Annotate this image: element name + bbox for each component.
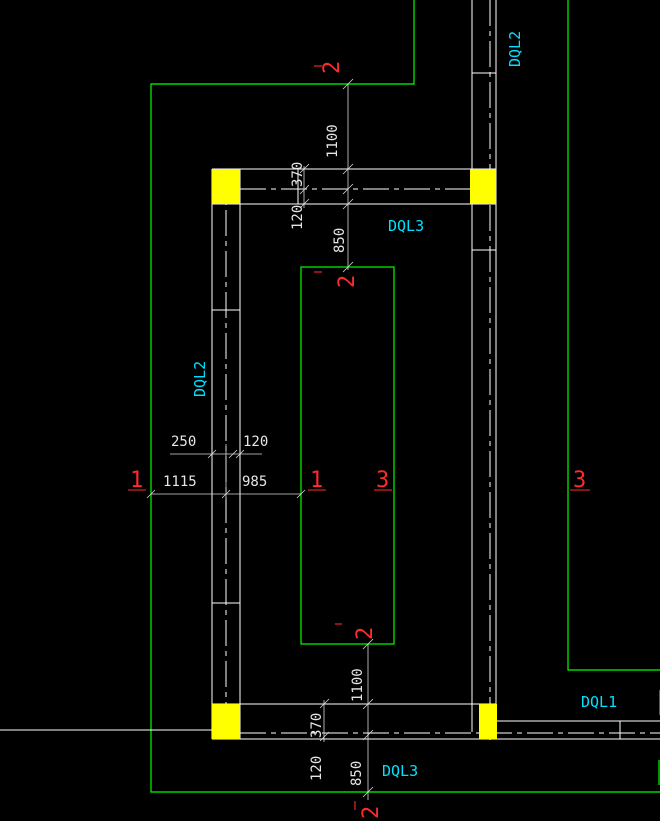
column-top-left[interactable]	[212, 169, 240, 204]
dim-bot-1100: 1100	[350, 668, 366, 702]
dim-bot-370: 370	[309, 713, 325, 738]
section-mark-2-top[interactable]: 2	[320, 61, 345, 74]
beam-label-dql1[interactable]: DQL1	[581, 693, 617, 711]
dim-top-1100: 1100	[325, 124, 341, 158]
dim-bot-850: 850	[349, 761, 365, 786]
section-mark-2-lower[interactable]: 2	[353, 627, 378, 640]
dim-top-850: 850	[332, 228, 348, 253]
column-bottom-right[interactable]	[479, 704, 497, 739]
section-mark-2-bottom[interactable]: 2	[359, 806, 384, 819]
section-mark-2-upper[interactable]: 2	[335, 275, 360, 288]
wall-lines	[0, 0, 660, 740]
beam-label-dql2-top[interactable]: DQL2	[506, 31, 524, 67]
beam-label-dql2-left[interactable]: DQL2	[191, 361, 209, 397]
dim-top-370: 370	[290, 162, 306, 187]
columns	[212, 169, 497, 739]
dim-mid-250: 250	[171, 434, 196, 450]
column-bottom-left[interactable]	[212, 704, 240, 739]
dimension-texts: 1100 370 120 850 250 120 1115 985 1100 3…	[163, 124, 366, 786]
foundation-outline	[150, 0, 660, 793]
section-mark-numbers: 2 2 2 2 1 1 3 3	[130, 61, 586, 819]
section-marks	[128, 65, 590, 810]
dim-mid-985: 985	[242, 474, 267, 490]
column-top-right[interactable]	[470, 169, 496, 204]
dim-bot-120: 120	[309, 756, 325, 781]
section-mark-3-inner[interactable]: 3	[376, 468, 389, 493]
beam-label-dql3-lower[interactable]: DQL3	[382, 762, 418, 780]
section-mark-1-right[interactable]: 1	[310, 468, 323, 493]
section-mark-1-left[interactable]: 1	[130, 468, 143, 493]
beam-label-dql3-upper[interactable]: DQL3	[388, 217, 424, 235]
section-mark-3-outer[interactable]: 3	[573, 468, 586, 493]
dim-mid-120: 120	[243, 434, 268, 450]
dim-top-120: 120	[290, 205, 306, 230]
dim-mid-1115: 1115	[163, 474, 197, 490]
beam-labels: DQL2 DQL2 DQL3 DQL3 DQL1	[191, 31, 617, 780]
dimension-lines	[146, 78, 374, 800]
